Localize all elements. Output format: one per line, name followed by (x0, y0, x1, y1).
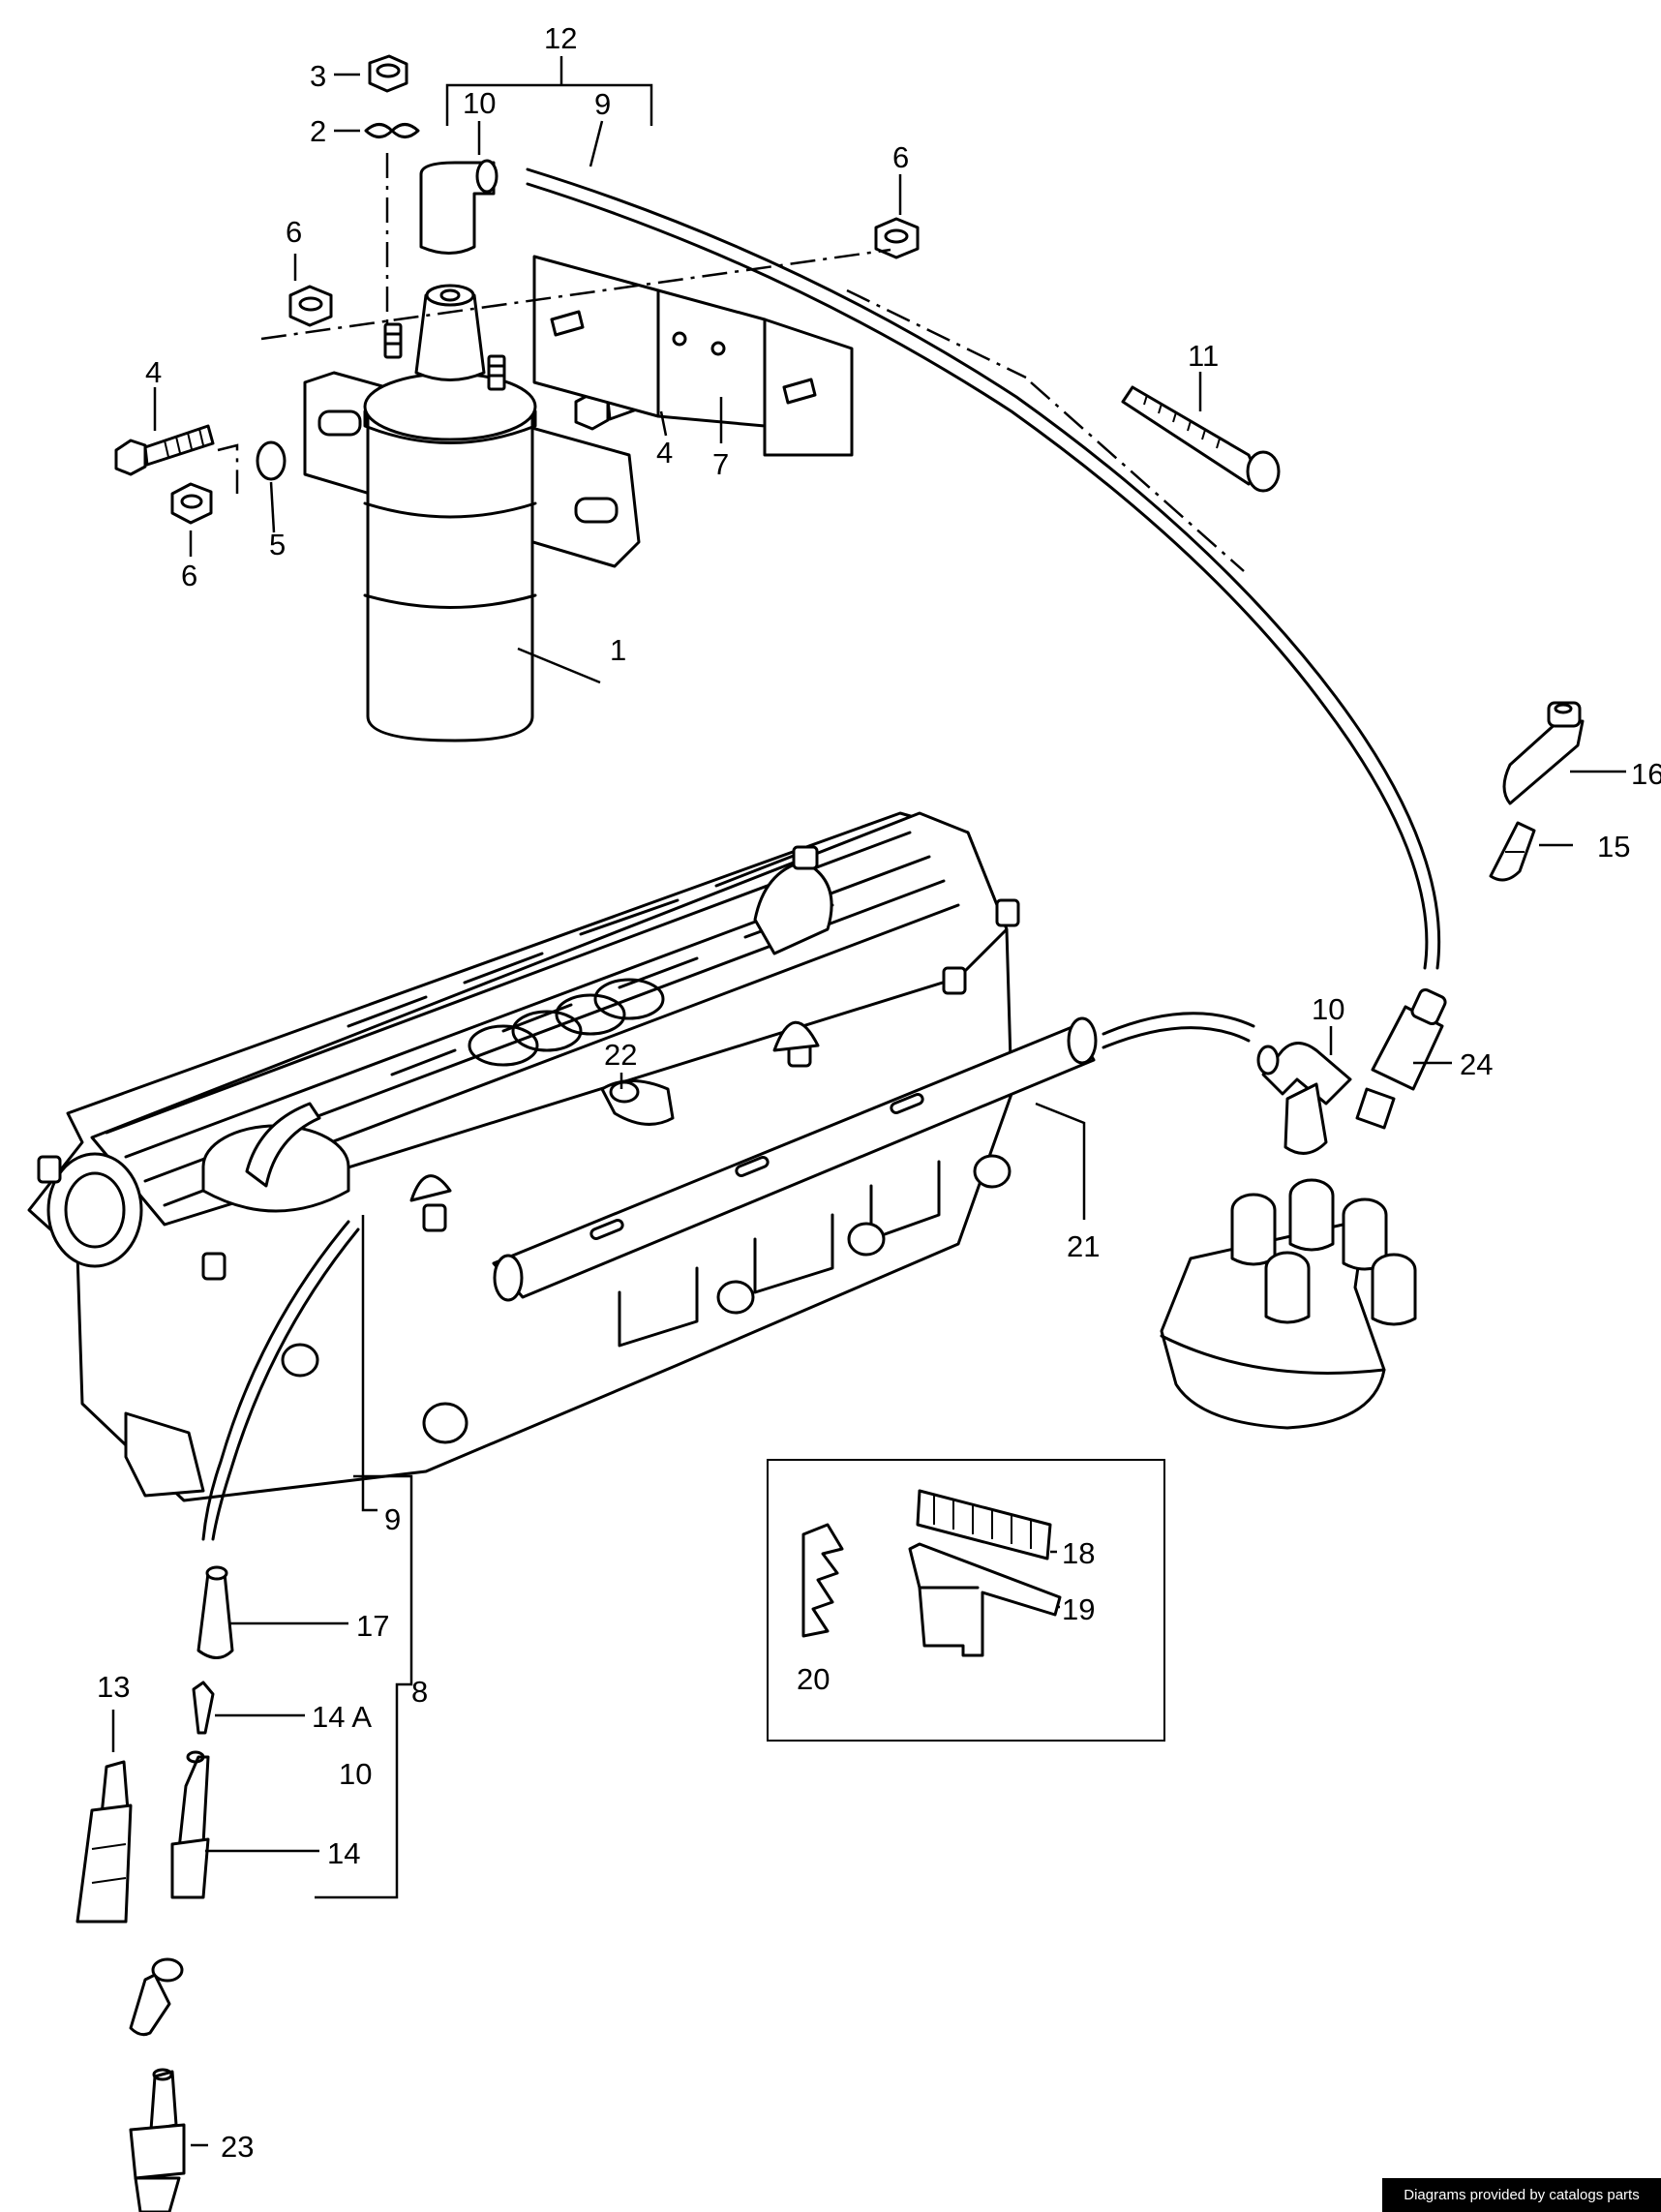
leader-lines (111, 56, 1626, 2147)
label-22: 22 (604, 1038, 637, 1072)
nut-top (368, 54, 408, 93)
label-10-right: 10 (1312, 992, 1344, 1026)
label-3: 3 (310, 59, 326, 93)
coil-ht-connector (419, 159, 498, 255)
label-2: 2 (310, 114, 326, 148)
terminal-clip (1489, 821, 1536, 882)
ht-lead-coil (526, 167, 1441, 970)
label-6-upper: 6 (286, 215, 302, 249)
label-16: 16 (1631, 757, 1661, 791)
label-6-lower: 6 (181, 559, 197, 592)
credit-banner: Diagrams provided by catalogs parts (1382, 2178, 1661, 2212)
label-14: 14 (327, 1836, 360, 1870)
label-24: 24 (1460, 1047, 1493, 1081)
distributor-connector (1355, 987, 1447, 1130)
label-13: 13 (97, 1670, 130, 1704)
label-5: 5 (269, 528, 286, 561)
bolt-left (114, 424, 215, 476)
label-10-top: 10 (463, 86, 496, 120)
label-7: 7 (712, 447, 729, 481)
cable-tie (1121, 385, 1281, 493)
cylinder-head (27, 811, 1020, 1502)
spark-plug-boot (196, 1565, 234, 1659)
label-19: 19 (1062, 1592, 1095, 1626)
distributor-cap (1160, 1178, 1417, 1430)
distributor-boot (1502, 701, 1585, 805)
label-14a: 14 A (312, 1700, 372, 1734)
label-12: 12 (544, 21, 577, 55)
label-21: 21 (1067, 1229, 1100, 1263)
label-6-right: 6 (892, 140, 909, 174)
nut-right (874, 217, 920, 259)
lock-washer (364, 123, 420, 138)
nut-left-lower (170, 482, 213, 525)
part-labels: 1 2 3 4 4 5 6 6 6 7 8 9 9 10 10 10 11 12… (97, 21, 1661, 2164)
label-20: 20 (797, 1662, 830, 1696)
label-9-lower: 9 (384, 1502, 401, 1536)
plug-cap (129, 1957, 184, 2037)
ignition-coil (303, 284, 641, 742)
nut-left-upper (288, 285, 333, 327)
label-8: 8 (411, 1675, 428, 1709)
inset-box (767, 1459, 1165, 1742)
spark-plug-connector (170, 1750, 210, 1899)
label-23: 23 (221, 2130, 254, 2164)
label-11: 11 (1188, 339, 1219, 373)
label-4-right: 4 (656, 436, 673, 470)
label-18: 18 (1062, 1536, 1095, 1570)
spark-plug (129, 2068, 186, 2212)
label-4-left: 4 (145, 355, 162, 389)
label-17: 17 (356, 1609, 389, 1643)
suppressor-connector (76, 1760, 133, 1924)
flat-washer (256, 440, 287, 481)
label-10-lower: 10 (339, 1757, 372, 1791)
lead-tube (492, 1016, 1098, 1302)
label-9-top: 9 (594, 87, 611, 121)
terminal-clip-plug (192, 1681, 215, 1735)
label-15: 15 (1597, 830, 1630, 864)
label-1: 1 (610, 633, 626, 667)
distributor-lead-connector (1256, 1042, 1352, 1155)
mounting-bracket (532, 255, 854, 457)
